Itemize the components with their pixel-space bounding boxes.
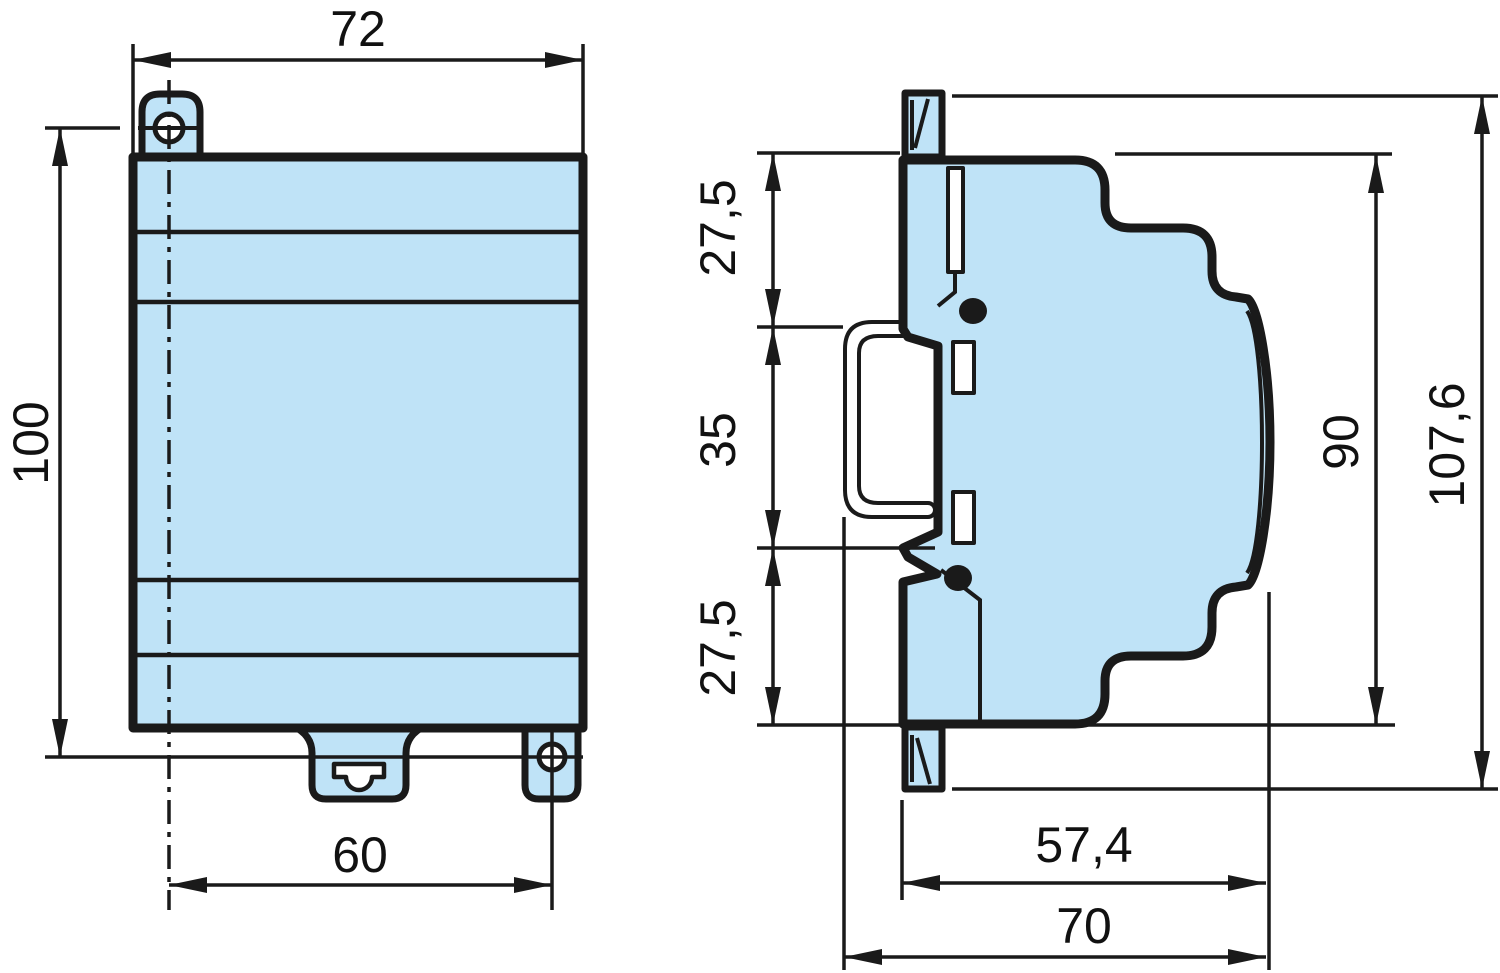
- dimension-overall-depth-70: 70: [842, 517, 1266, 970]
- vent-slot-lower: [951, 490, 976, 545]
- fixing-dot-upper: [959, 298, 987, 324]
- dimension-width-72: 72: [131, 1, 585, 157]
- dim-label-27-5-upper: 27,5: [690, 179, 746, 276]
- front-body: [128, 152, 588, 733]
- dim-label-35: 35: [690, 412, 746, 468]
- dim-label-90: 90: [1313, 414, 1369, 470]
- dimension-height-100: 100: [3, 128, 68, 757]
- dim-label-60: 60: [332, 827, 388, 883]
- side-interior-details: [936, 166, 987, 722]
- dim-label-107-6: 107,6: [1419, 382, 1475, 507]
- dimension-body-depth-57-4: 57,4: [900, 592, 1271, 970]
- side-bottom-clip-tab: [901, 723, 946, 793]
- dimension-hole-spacing-60: 60: [169, 827, 552, 893]
- fixing-dot-lower: [944, 565, 972, 591]
- front-cover-inner-line: [1245, 309, 1265, 575]
- dim-label-57-4: 57,4: [1035, 817, 1132, 873]
- side-body: [898, 155, 1275, 729]
- dimension-overall-height-107-6: 107,6: [952, 94, 1498, 791]
- dim-label-72: 72: [330, 1, 386, 57]
- dimension-stack-left: 27,5 35 27,5: [690, 151, 935, 727]
- side-top-clip-tab: [901, 89, 946, 161]
- vent-slot-middle: [951, 340, 976, 395]
- din-rail-cross-section: [843, 320, 937, 519]
- front-body-section-lines: [137, 229, 579, 658]
- vent-slot-upper: [946, 166, 965, 274]
- dimension-body-height-90: 90: [1073, 152, 1395, 727]
- dim-label-70: 70: [1056, 898, 1112, 954]
- front-view: [45, 80, 588, 910]
- dim-label-27-5-lower: 27,5: [690, 599, 746, 696]
- side-view: [843, 89, 1275, 793]
- latch-notch: [331, 761, 387, 793]
- dim-label-100: 100: [3, 401, 59, 484]
